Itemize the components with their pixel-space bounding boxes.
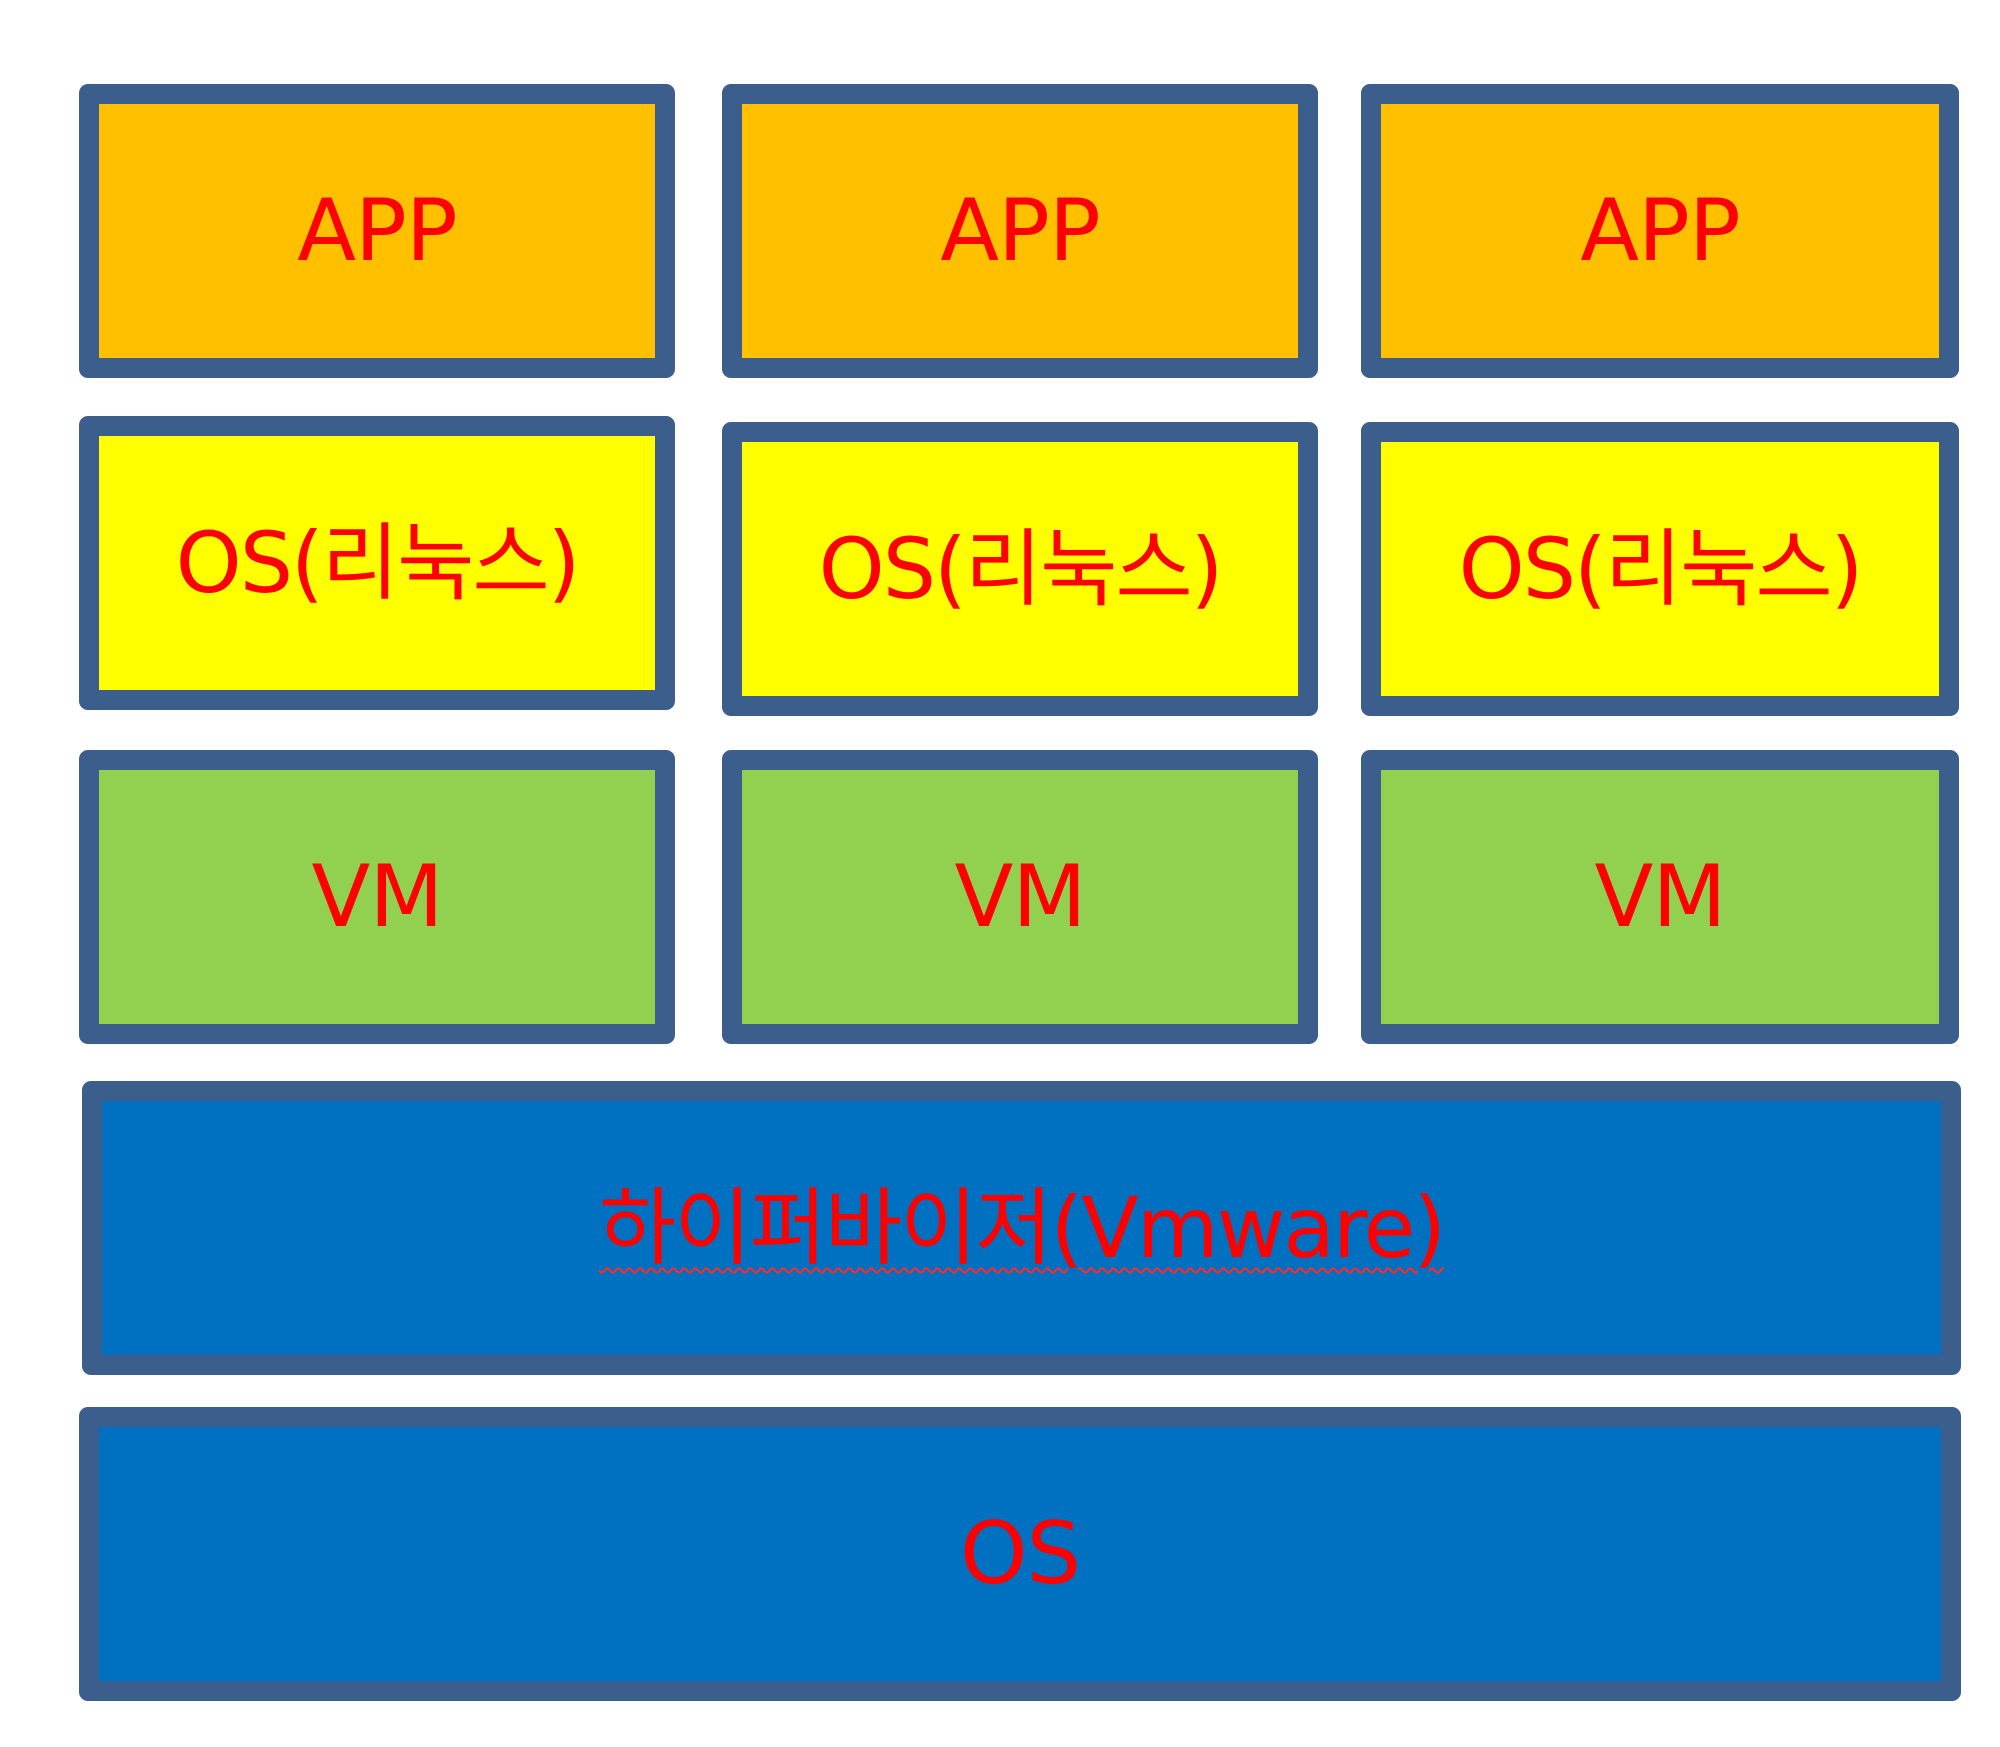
app-box-1: APP (79, 84, 675, 378)
guest-os-box-3: OS(리눅스) (1361, 422, 1959, 716)
vm-box-2: VM (722, 750, 1318, 1044)
vm-label: VM (954, 847, 1086, 947)
host-os-label: OS (959, 1504, 1081, 1604)
guest-os-label: OS(리눅스) (175, 514, 581, 612)
app-label: APP (940, 181, 1101, 281)
host-os-box: OS (79, 1407, 1961, 1701)
vm-label: VM (1594, 847, 1726, 947)
guest-os-box-2: OS(리눅스) (722, 422, 1318, 716)
vm-box-3: VM (1361, 750, 1959, 1044)
guest-os-label: OS(리눅스) (818, 520, 1224, 618)
guest-os-label: OS(리눅스) (1458, 520, 1864, 618)
app-box-3: APP (1361, 84, 1959, 378)
hypervisor-label: 하이퍼바이저(Vmware) (598, 1179, 1446, 1277)
app-label: APP (297, 181, 458, 281)
vm-box-1: VM (79, 750, 675, 1044)
hypervisor-box: 하이퍼바이저(Vmware) (82, 1081, 1961, 1375)
vm-label: VM (311, 847, 443, 947)
guest-os-box-1: OS(리눅스) (79, 416, 675, 710)
app-label: APP (1580, 181, 1741, 281)
app-box-2: APP (722, 84, 1318, 378)
